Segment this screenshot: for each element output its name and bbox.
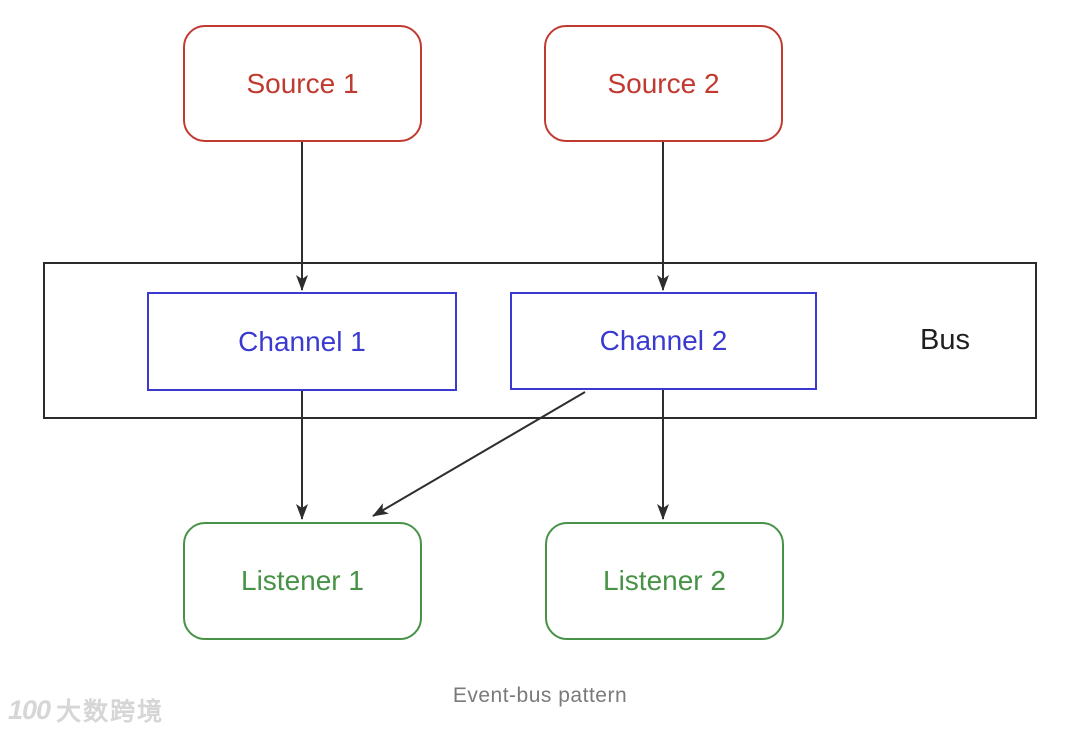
watermark-text: 大数跨境	[56, 698, 165, 726]
watermark: 100 大数跨境	[8, 692, 164, 728]
watermark-logo-icon: 100	[8, 694, 51, 725]
node-source-2: Source 2	[544, 25, 783, 142]
node-channel-1: Channel 1	[147, 292, 457, 391]
node-listener-2: Listener 2	[545, 522, 784, 640]
node-source-1: Source 1	[183, 25, 422, 142]
node-source-1-label: Source 1	[246, 67, 359, 99]
node-source-2-label: Source 2	[607, 67, 720, 99]
bus-label: Bus	[920, 324, 970, 356]
node-listener-1: Listener 1	[183, 522, 422, 640]
node-listener-1-label: Listener 1	[241, 565, 364, 596]
node-channel-1-label: Channel 1	[238, 325, 366, 357]
node-channel-2: Channel 2	[510, 292, 817, 390]
node-channel-2-label: Channel 2	[599, 325, 728, 356]
diagram-caption: Event-bus pattern	[452, 684, 628, 707]
node-listener-2-label: Listener 2	[603, 565, 726, 596]
